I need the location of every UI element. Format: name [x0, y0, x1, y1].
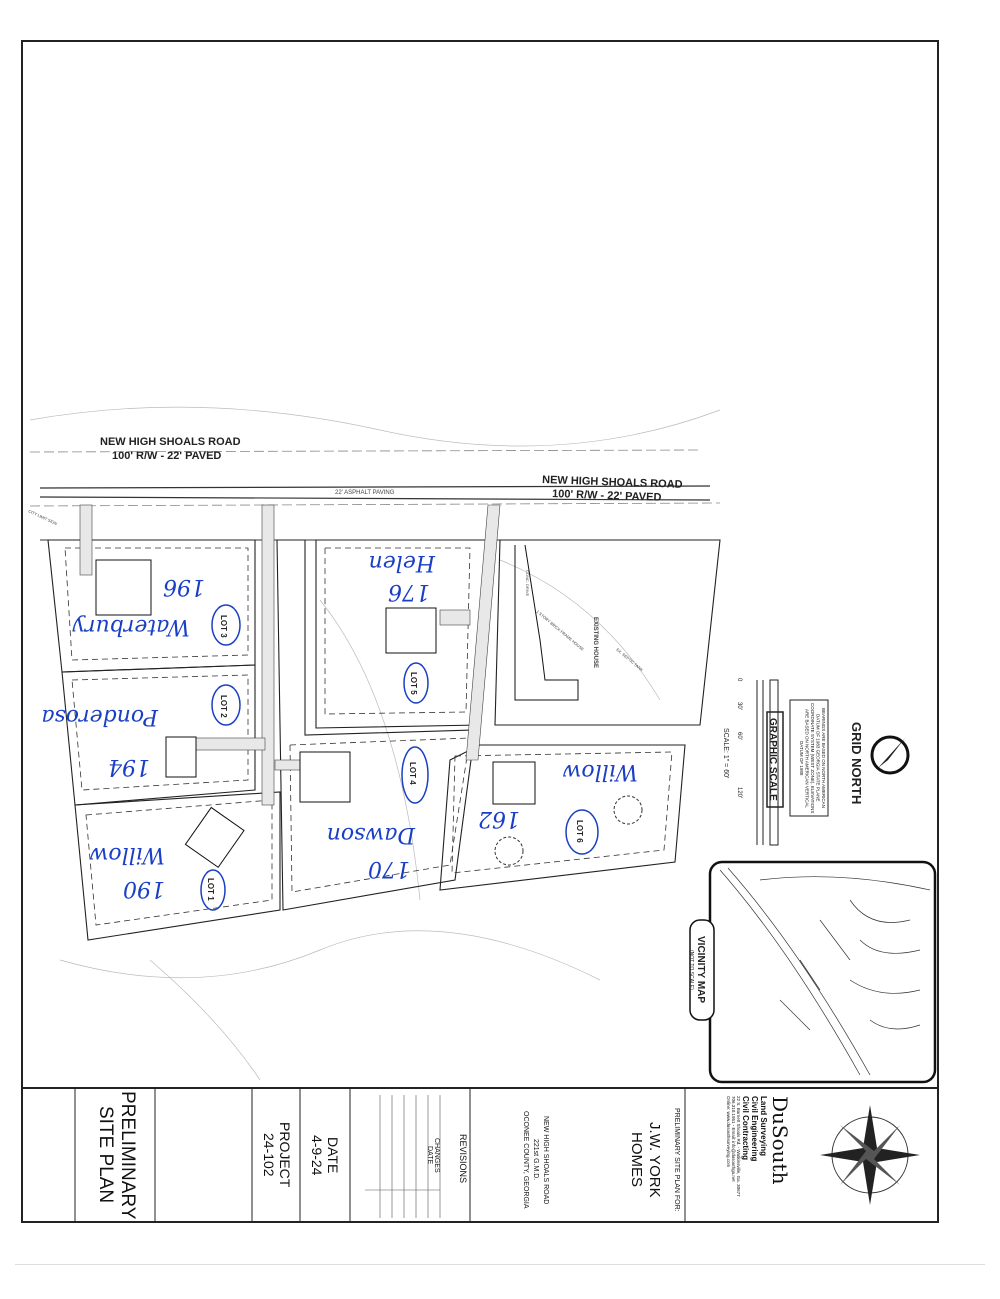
house-desc-label: 1 STORY BRICK FRAME HOUSE — [535, 609, 585, 652]
north-note: BEARINGS ARE BASED ON NORTH AMERICAN DAT… — [799, 702, 826, 814]
house-lot-2 — [165, 736, 197, 778]
lot-5-address: 176 — [388, 579, 430, 604]
graphic-scale: GRAPHIC SCALE 0 30' 60' 120' SCALE: 1" =… — [722, 678, 784, 846]
road-row-2: 100' R/W - 22' PAVED — [552, 488, 662, 504]
lot-4-boundary — [276, 539, 476, 911]
project-number: 24-102 — [261, 1133, 277, 1177]
firm-block: DuSouth Land Surveying Civil Engineering… — [726, 1096, 792, 1197]
road-label-2: NEW HIGH SHOALS ROAD — [542, 474, 683, 491]
road-row-1: 100' R/W - 22' PAVED — [112, 450, 221, 462]
drive-label: CONC. DRIVE — [525, 570, 530, 597]
sheet-border — [21, 40, 939, 1223]
revisions-header: REVISIONS — [458, 1134, 468, 1184]
title-block-dividers — [74, 1088, 686, 1222]
scale-tick-60: 60' — [736, 732, 742, 740]
building-setbacks — [64, 547, 673, 926]
scale-tick-30: 30' — [736, 702, 742, 710]
house-footprints — [95, 544, 579, 869]
dusouth-logo — [820, 1105, 920, 1205]
lot-1-label: LOT 1 — [206, 878, 215, 901]
lot-2-model: Ponderosa — [41, 704, 159, 729]
paving-label: 22' ASPHALT PAVING — [335, 490, 395, 496]
scale-tick-120: 120' — [736, 787, 742, 798]
road: NEW HIGH SHOALS ROAD 100' R/W - 22' PAVE… — [28, 436, 721, 541]
city-limit-label: CITY LIMIT SIGN — [28, 508, 58, 526]
existing-house — [514, 544, 579, 701]
client-name: J.W. YORK HOMES — [628, 1122, 663, 1198]
house-lot-3 — [95, 559, 152, 616]
lot-1-address: 190 — [123, 876, 165, 901]
house-lot-4 — [299, 751, 351, 803]
house-lot-6 — [492, 761, 536, 805]
sheet-title: PRELIMINARY SITE PLAN — [95, 1090, 138, 1220]
lot-1-boundary — [74, 791, 281, 941]
handwritten-notes: 196 Waterbury 194 Ponderosa 190 Willow 1… — [41, 550, 638, 901]
project-label: PROJECT — [277, 1122, 293, 1188]
lot-3-address: 196 — [163, 574, 205, 599]
date-label: DATE — [325, 1136, 341, 1174]
date-value: 4-9-24 — [309, 1134, 325, 1176]
vicinity-map: VICINITY MAP (NOT TO SCALE) — [688, 860, 937, 1084]
existing-house-label: EXISTING HOUSE — [592, 617, 598, 668]
changes-header: CHANGES — [433, 1137, 440, 1173]
lot-2-label: LOT 2 — [219, 695, 228, 718]
well-circle — [494, 836, 524, 866]
road-label-1: NEW HIGH SHOALS ROAD — [100, 436, 241, 448]
lot-4-address: 170 — [368, 856, 410, 881]
house-lot-5 — [385, 607, 437, 654]
lot-3-label: LOT 3 — [219, 615, 228, 638]
lot-6-boundary — [439, 744, 686, 891]
date-cell: DATE 4-9-24 — [302, 1088, 348, 1222]
revisions-columns: CHANGES DATE — [426, 1088, 440, 1222]
graphic-scale-title: GRAPHIC SCALE — [767, 718, 778, 801]
north-arrow: GRID NORTH — [789, 699, 910, 817]
project-location: NEW HIGH SHOALS ROAD 221st G.M.D. OCONEE… — [522, 1111, 549, 1209]
project-cell: PROJECT 24-102 — [254, 1088, 300, 1222]
lot-6-model: Willow — [562, 759, 638, 784]
scale-text: SCALE: 1" = 60' — [722, 728, 729, 778]
lot-2-address: 194 — [108, 754, 150, 779]
existing-parcel-boundary — [494, 539, 721, 726]
lot-5-model: Helen — [369, 550, 436, 575]
lot-1-model: Willow — [89, 842, 165, 867]
lot-labels: LOT 3 LOT 2 LOT 1 LOT 5 LOT 4 LOT 6 — [200, 604, 599, 911]
lot-2-boundary — [61, 664, 256, 806]
lot-4-label: LOT 4 — [408, 762, 417, 785]
contour-lines — [29, 406, 721, 1081]
lot-3-model: Waterbury — [72, 614, 190, 639]
client-block: PRELIMINARY SITE PLAN FOR: J.W. YORK HOM… — [600, 1088, 680, 1222]
lot-4-model: Dawson — [327, 822, 416, 847]
lot-6-label: LOT 6 — [575, 820, 584, 843]
revision-date-header: DATE — [426, 1145, 433, 1165]
grid-north-title: GRID NORTH — [849, 722, 864, 804]
lot-6-address: 162 — [478, 806, 520, 831]
house-lot-1 — [184, 806, 245, 869]
vicinity-map-title: VICINITY MAP — [695, 936, 706, 1003]
lot-5-label: LOT 5 — [409, 672, 418, 695]
vicinity-map-subtitle: (NOT TO SCALE) — [688, 950, 694, 990]
driveways — [79, 504, 501, 806]
north-arrow-icon — [870, 735, 910, 775]
scale-tick-0: 0 — [736, 678, 742, 682]
page-edge — [15, 1264, 985, 1265]
septic-label: EX. SEPTIC TANK — [615, 647, 644, 673]
firm-name: DuSouth — [768, 1096, 792, 1185]
septic-circle — [613, 795, 643, 825]
